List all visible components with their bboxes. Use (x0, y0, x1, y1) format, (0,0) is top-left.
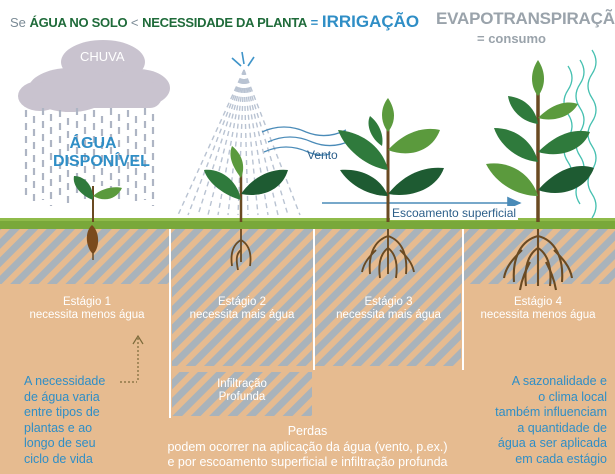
plant-stage-4 (486, 60, 594, 291)
header-equals: = (310, 15, 319, 30)
sprinkler-nozzle-icon (231, 51, 255, 67)
chuva-label: CHUVA (80, 49, 125, 64)
rain-streaks (24, 108, 155, 206)
stage-dividers (169, 229, 464, 418)
evapotranspiracao-title: EVAPOTRANSPIRAÇÃO (436, 9, 615, 28)
header-irrigacao: IRRIGAÇÃO (321, 12, 420, 31)
wind-icon (261, 126, 353, 156)
rain-cloud (18, 40, 170, 112)
stage-1-label: Estágio 1 necessita menos água (29, 296, 145, 321)
header-necessidade: NECESSIDADE DA PLANTA (142, 15, 308, 30)
header-equation: Se ÁGUA NO SOLO < NECESSIDADE DA PLANTA … (10, 12, 419, 32)
stage-4-label: Estágio 4 necessita menos água (480, 296, 596, 321)
plant-stage-3 (338, 98, 444, 279)
evapotranspiracao-subtitle: = consumo (477, 31, 546, 46)
header-prefix: Se (10, 15, 26, 30)
hatch-stage3-deep (315, 284, 461, 366)
hatch-stage2-deep (172, 284, 312, 366)
infiltracao-label: Infiltração Profunda (217, 378, 267, 403)
perdas-title: Perdas (287, 424, 328, 438)
vento-label: Vento (307, 148, 338, 162)
grass-line (0, 218, 615, 229)
header-agua-no-solo: ÁGUA NO SOLO (29, 15, 128, 30)
left-note: A necessidade de água varia entre tipos … (24, 374, 106, 466)
perdas-block: Perdas podem ocorrer na aplicação da águ… (140, 424, 475, 471)
plant-stage-2 (204, 146, 288, 271)
right-note: A sazonalidade e o clima local também in… (495, 374, 607, 466)
escoamento-label: Escoamento superficial (390, 206, 519, 220)
header-less-than: < (130, 15, 139, 30)
hatch-band-top (0, 229, 615, 284)
plant-stage-1 (73, 176, 122, 260)
stage-3-label: Estágio 3 necessita mais água (336, 296, 441, 321)
agua-disponivel-label: ÁGUA DISPONÍVEL (53, 135, 150, 170)
hatch-infiltration (172, 372, 312, 416)
stage-2-label: Estágio 2 necessita mais água (189, 296, 295, 321)
